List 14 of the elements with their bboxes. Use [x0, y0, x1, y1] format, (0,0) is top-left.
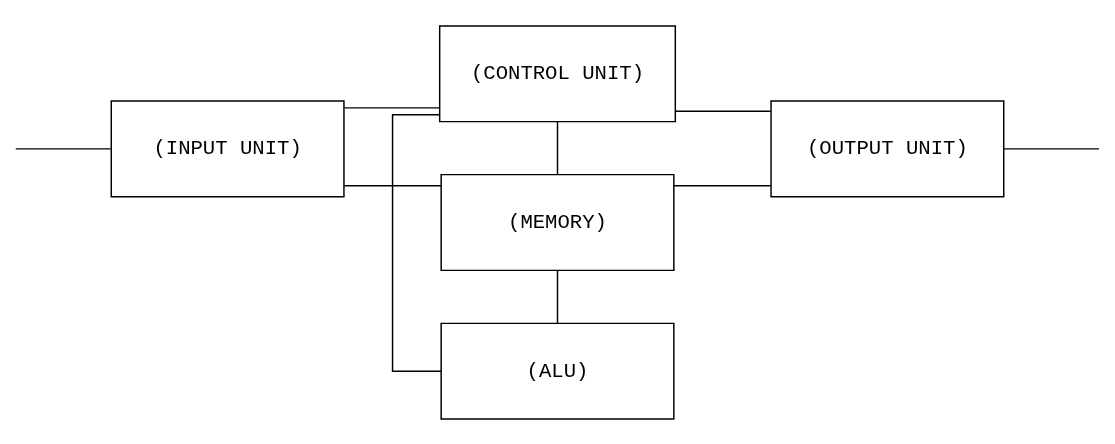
connector	[15, 147, 112, 150]
node-box: (ALU)	[440, 322, 675, 420]
node-box: (CONTROL UNIT)	[438, 24, 677, 122]
connector	[343, 106, 440, 109]
connector	[674, 110, 772, 112]
node-box: (OUTPUT UNIT)	[770, 99, 1005, 197]
connector	[673, 184, 772, 186]
connector	[556, 120, 559, 175]
node-box: (MEMORY)	[440, 173, 675, 271]
connector	[556, 269, 559, 324]
node-box: (INPUT UNIT)	[110, 99, 345, 197]
connector	[343, 184, 442, 186]
connector	[1003, 147, 1100, 150]
connector	[391, 113, 442, 372]
